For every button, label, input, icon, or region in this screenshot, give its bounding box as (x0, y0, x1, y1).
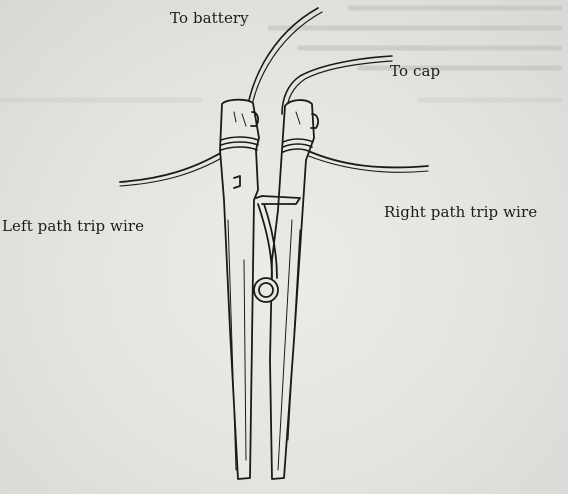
spring-coil-outer (253, 277, 279, 303)
battery-lead-wire-inner (249, 11, 323, 119)
page-bleed-through (0, 5, 563, 103)
right-trip-wire (305, 149, 429, 169)
right-tip-contact (310, 113, 319, 129)
label-right-trip-wire: Right path trip wire (384, 203, 538, 221)
label-to-battery: To battery (170, 9, 249, 27)
label-left-trip-wire: Left path trip wire (2, 217, 145, 235)
right-wire-wrap (282, 138, 314, 153)
left-jaw-grain (227, 111, 247, 471)
cap-lead-wire (281, 55, 393, 115)
left-tip-contact (250, 111, 259, 127)
spring-arm (255, 195, 301, 205)
spring-coil-inner (258, 282, 274, 298)
right-jaw-grain (277, 111, 301, 471)
left-jaw-notch (233, 175, 241, 189)
cap-lead-wire-inner (285, 60, 393, 115)
battery-lead-wire (245, 7, 319, 119)
left-wire-wrap (220, 136, 259, 151)
right-trip-wire-strand (305, 154, 429, 173)
label-to-cap: To cap (390, 62, 441, 80)
clothespin-right-leg (269, 99, 315, 480)
spring-leg (257, 203, 278, 279)
